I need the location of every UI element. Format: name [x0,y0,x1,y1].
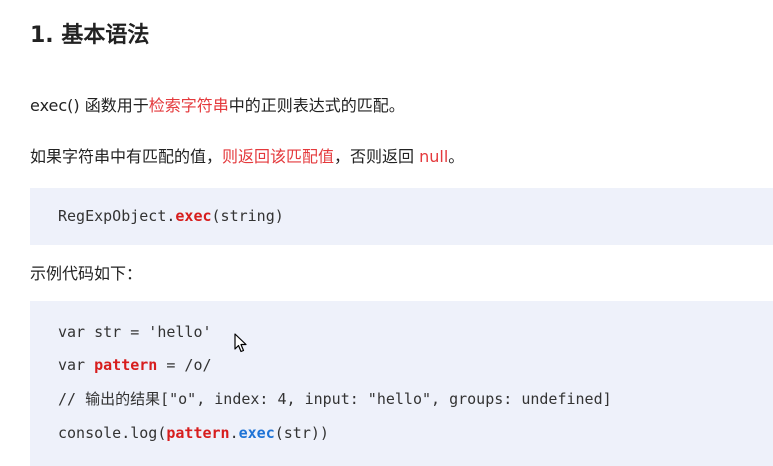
mouse-pointer-icon [234,333,247,353]
desc-highlight: 检索字符串 [148,96,229,115]
code-line-1: var str = 'hello' [58,323,212,341]
code-line-4-post: (str)) [274,424,329,442]
syntax-object: RegExpObject. [58,207,176,225]
null-highlight: null [419,147,449,166]
section-heading: 1. 基本语法 [30,23,150,48]
syntax-args: (string) [211,207,284,225]
syntax-code-block: RegExpObject.exec(string) [30,188,773,245]
code-line-4-pre: console.log( [58,424,167,442]
code-line-4-keyword: pattern [166,424,230,442]
code-line-4-method: exec [238,424,275,442]
code-line-4: console.log(pattern.exec(str)) [58,423,329,443]
desc-text-post: 中的正则表达式的匹配。 [228,96,405,115]
code-line-2: var pattern = /o/ [58,355,212,375]
syntax-method: exec [175,207,212,225]
code-line-4-dot: . [229,424,239,442]
return-paragraph: 如果字符串中有匹配的值，则返回该匹配值，否则返回 null。 [30,146,464,168]
desc-text-pre: exec() 函数用于 [30,96,149,115]
return-text-pre: 如果字符串中有匹配的值， [30,147,223,166]
description-paragraph: exec() 函数用于检索字符串中的正则表达式的匹配。 [30,95,405,117]
code-line-2-pre: var [58,356,95,374]
code-line-2-keyword: pattern [94,356,158,374]
code-line-3-comment: // 输出的结果["o", index: 4, input: "hello", … [58,390,612,408]
example-code-block: var str = 'hello' var pattern = /o/ // 输… [30,301,773,466]
code-line-2-post: = /o/ [157,356,212,374]
example-label: 示例代码如下： [30,264,143,283]
syntax-code-line: RegExpObject.exec(string) [58,206,284,226]
return-text-mid: ，否则返回 [334,147,420,166]
return-text-post: 。 [448,147,465,166]
return-highlight: 则返回该匹配值 [222,147,335,166]
